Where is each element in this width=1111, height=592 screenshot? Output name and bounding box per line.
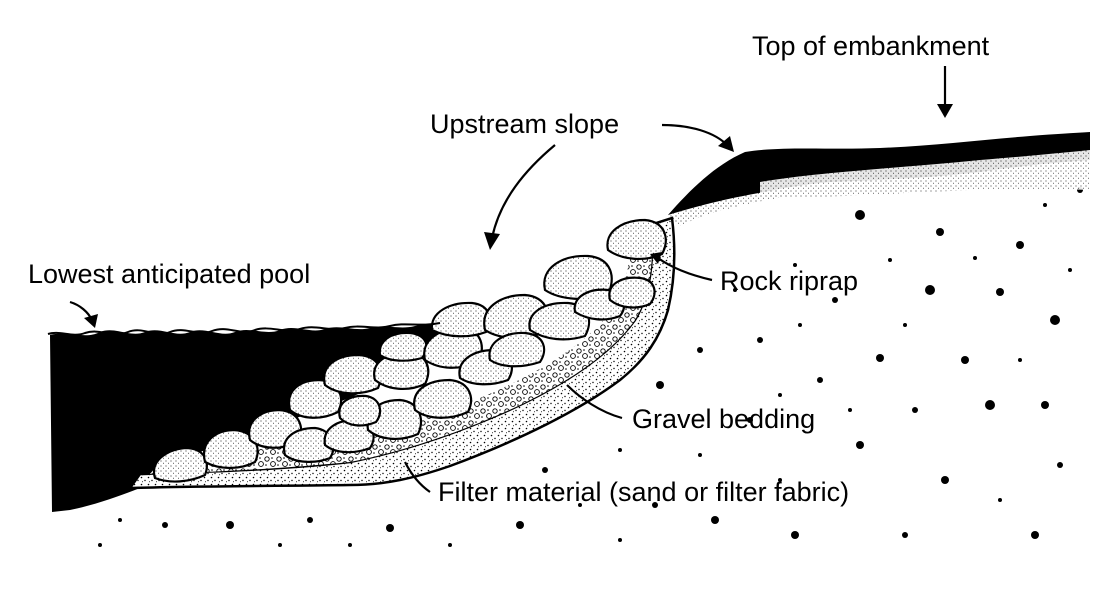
arrows — [69, 66, 953, 493]
label-filter-material: Filter material (sand or filter fabric) — [438, 477, 849, 507]
rock — [430, 301, 491, 338]
rock — [543, 254, 613, 301]
leader-filter-material — [404, 461, 431, 493]
rock — [608, 276, 656, 309]
arrowhead-rock-riprap — [650, 252, 662, 264]
labels: Top of embankment Upstream slope Lowest … — [28, 31, 990, 507]
embankment-soil — [98, 187, 1083, 547]
label-gravel-bedding: Gravel bedding — [632, 404, 815, 434]
rock — [378, 331, 428, 362]
label-lowest-anticipated-pool: Lowest anticipated pool — [28, 259, 310, 289]
rock-riprap — [152, 218, 667, 483]
grass-crest — [668, 132, 1090, 226]
label-top-of-embankment: Top of embankment — [752, 31, 990, 61]
rock — [413, 378, 473, 419]
rock — [606, 218, 667, 260]
arrowhead-top-of-embankment — [937, 104, 953, 118]
arrow-rock-riprap — [657, 257, 713, 282]
label-rock-riprap: Rock riprap — [720, 266, 858, 296]
arrow-upstream-slope — [490, 144, 556, 239]
rock — [373, 350, 430, 390]
leader-gravel-bedding — [566, 384, 623, 420]
label-upstream-slope: Upstream slope — [430, 109, 619, 139]
arrowhead-upstream-slope — [484, 232, 500, 250]
arrow-upstream-slope-crest — [661, 123, 729, 147]
rock — [323, 353, 383, 395]
arrowhead-lowest-pool — [84, 314, 98, 328]
rock — [338, 394, 382, 427]
water-surface — [47, 322, 441, 336]
arrowhead-upstream-slope-crest — [718, 136, 734, 152]
soil-specks — [98, 187, 1083, 547]
rock — [488, 331, 546, 368]
